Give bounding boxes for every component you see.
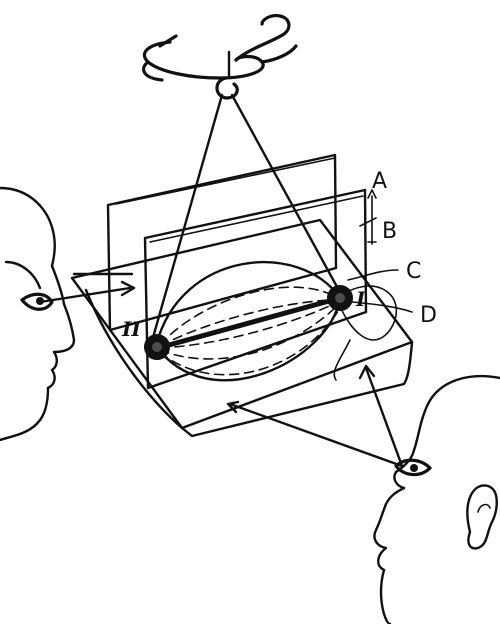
label-a: A <box>372 169 387 194</box>
pole-one <box>328 286 352 310</box>
hook <box>217 78 237 98</box>
right-observer-face <box>374 376 500 624</box>
pole-two <box>145 335 169 359</box>
left-observer-face <box>0 188 74 440</box>
right-sight-arrows <box>228 366 402 466</box>
pole-one-label: I <box>355 287 366 311</box>
right-observer-ear <box>467 485 496 548</box>
pole-two-label: II <box>121 317 141 341</box>
label-b: B <box>382 219 397 244</box>
twisted-suspension-string <box>144 16 296 80</box>
label-d: D <box>420 303 437 328</box>
label-c: C <box>406 259 421 284</box>
